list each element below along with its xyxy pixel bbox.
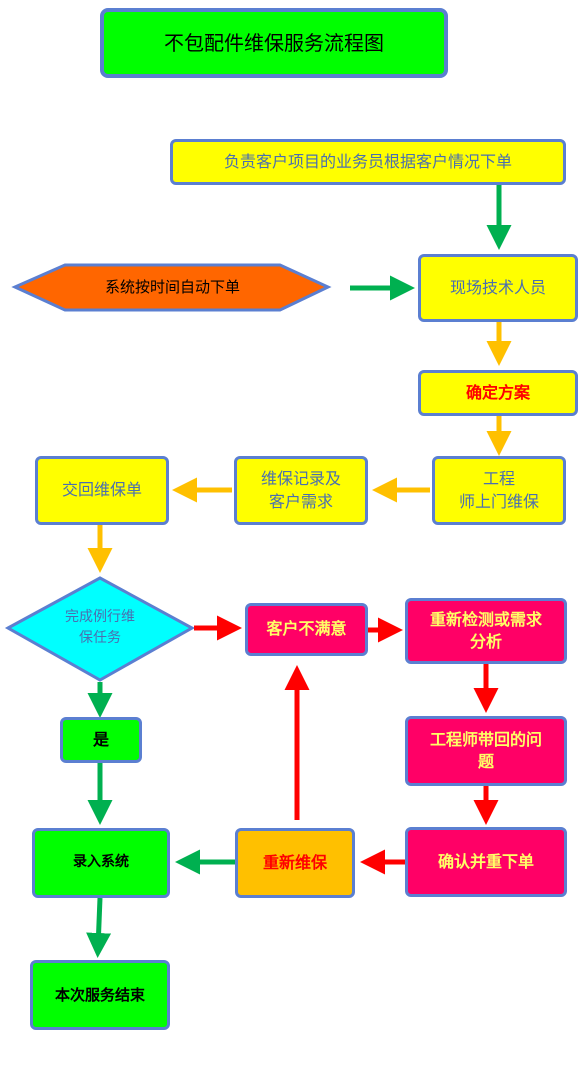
page-title: 不包配件维保服务流程图 (100, 8, 448, 78)
node-engineer-issue-line2: 题 (477, 752, 494, 771)
node-confirm-plan-text: 确定方案 (465, 382, 530, 402)
node-engineer-issue: 工程师带回的问 题 (405, 716, 567, 786)
node-service-end-text: 本次服务结束 (54, 985, 145, 1004)
node-engineer-visit-line2: 师上门维保 (458, 491, 539, 511)
node-reinspect: 重新检测或需求 分析 (405, 598, 567, 664)
node-onsite-tech: 现场技术人员 (418, 254, 578, 322)
node-routine-task: 完成例行维 保任务 (40, 600, 160, 656)
node-confirm-reorder-text: 确认并重下单 (437, 851, 534, 871)
auto-order-hexagon (11, 263, 332, 312)
node-engineer-issue-line1: 工程师带回的问 (429, 729, 542, 749)
node-customer-dissatisfied: 客户不满意 (245, 603, 368, 656)
node-engineer-visit-line1: 工程 (482, 469, 515, 489)
node-maintenance-record: 维保记录及 客户需求 (234, 456, 368, 525)
node-auto-order: 系统按时间自动下单 (50, 265, 295, 310)
node-dissatisfied-text: 客户不满意 (266, 619, 347, 639)
node-record-line1: 维保记录及 (260, 469, 341, 489)
node-routine-line2: 保任务 (79, 630, 121, 646)
node-reinspect-line1: 重新检测或需求 (429, 609, 542, 629)
node-re-maintain: 重新维保 (235, 828, 355, 898)
node-record-line2: 客户需求 (268, 491, 333, 511)
node-routine-line1: 完成例行维 (65, 609, 135, 625)
page-title-text: 不包配件维保服务流程图 (164, 31, 384, 55)
node-re-maintain-text: 重新维保 (262, 852, 327, 872)
node-yes-text: 是 (93, 729, 110, 749)
node-reinspect-line2: 分析 (469, 632, 502, 651)
arrow-enter-to-end (86, 897, 112, 958)
node-engineer-visit: 工程 师上门维保 (432, 456, 566, 525)
node-salesperson: 负责客户项目的业务员根据客户情况下单 (170, 139, 566, 185)
node-yes: 是 (60, 717, 142, 763)
node-service-end: 本次服务结束 (30, 960, 170, 1030)
node-onsite-tech-text: 现场技术人员 (449, 277, 546, 297)
routine-task-diamond (4, 576, 196, 682)
node-return-order: 交回维保单 (35, 456, 169, 525)
node-return-order-text: 交回维保单 (61, 480, 142, 500)
node-confirm-reorder: 确认并重下单 (405, 827, 567, 897)
node-confirm-plan: 确定方案 (418, 370, 578, 416)
node-enter-system-text: 录入系统 (73, 854, 129, 871)
node-enter-system: 录入系统 (32, 828, 170, 898)
node-auto-order-text: 系统按时间自动下单 (104, 278, 240, 297)
node-salesperson-text: 负责客户项目的业务员根据客户情况下单 (223, 151, 512, 171)
